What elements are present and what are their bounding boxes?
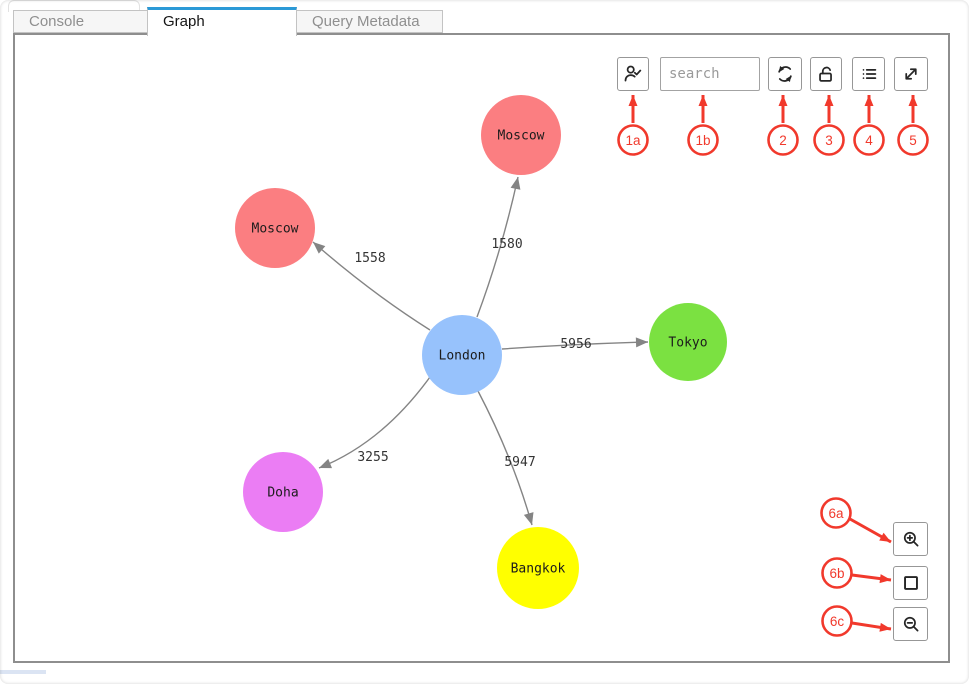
- graph-node-london[interactable]: London: [422, 315, 502, 395]
- graph-edge-label: 5947: [504, 455, 535, 470]
- graph-edge-label: 3255: [357, 450, 388, 465]
- unlock-button[interactable]: [810, 57, 842, 91]
- graph-edge-label: 1580: [491, 237, 522, 252]
- search-input[interactable]: [660, 57, 760, 91]
- graph-node-moscow-2[interactable]: Moscow: [235, 188, 315, 268]
- refresh-icon: [778, 65, 792, 83]
- tab-console[interactable]: Console: [13, 10, 148, 33]
- zoom-out-icon: [903, 616, 918, 632]
- background-window-edge: [8, 0, 140, 12]
- graph-edge-label: 1558: [354, 251, 385, 266]
- graph-node-moscow-1[interactable]: Moscow: [481, 95, 561, 175]
- fit-view-icon: [903, 576, 918, 590]
- tab-query-metadata[interactable]: Query Metadata: [296, 10, 443, 33]
- refresh-button[interactable]: [768, 57, 802, 91]
- zoom-out-button[interactable]: [893, 607, 928, 641]
- list-icon: [862, 69, 876, 79]
- user-check-button[interactable]: [617, 57, 649, 91]
- fit-view-button[interactable]: [893, 566, 928, 600]
- graph-node-tokyo[interactable]: Tokyo: [649, 303, 727, 381]
- zoom-in-icon: [903, 531, 918, 547]
- background-artifact: [0, 670, 46, 674]
- tab-graph[interactable]: Graph: [147, 7, 297, 36]
- graph-edge-label: 5956: [560, 337, 591, 352]
- graph-edge-london-doha[interactable]: 3255: [317, 376, 431, 473]
- graph-edge-london-moscow-2[interactable]: 1558: [310, 238, 431, 331]
- graph-node-bangkok[interactable]: Bangkok: [497, 527, 579, 609]
- user-check-icon: [624, 65, 642, 82]
- list-button[interactable]: [852, 57, 885, 91]
- expand-icon: [905, 68, 917, 80]
- expand-icon-button[interactable]: [894, 57, 928, 91]
- unlock-icon: [819, 66, 832, 82]
- zoom-in-button[interactable]: [893, 522, 928, 556]
- graph-node-doha[interactable]: Doha: [243, 452, 323, 532]
- graph-edge-london-bangkok[interactable]: 5947: [477, 390, 537, 526]
- graph-edge-london-tokyo[interactable]: 5956: [501, 337, 649, 352]
- graph-edge-london-moscow-1[interactable]: 1580: [476, 176, 523, 318]
